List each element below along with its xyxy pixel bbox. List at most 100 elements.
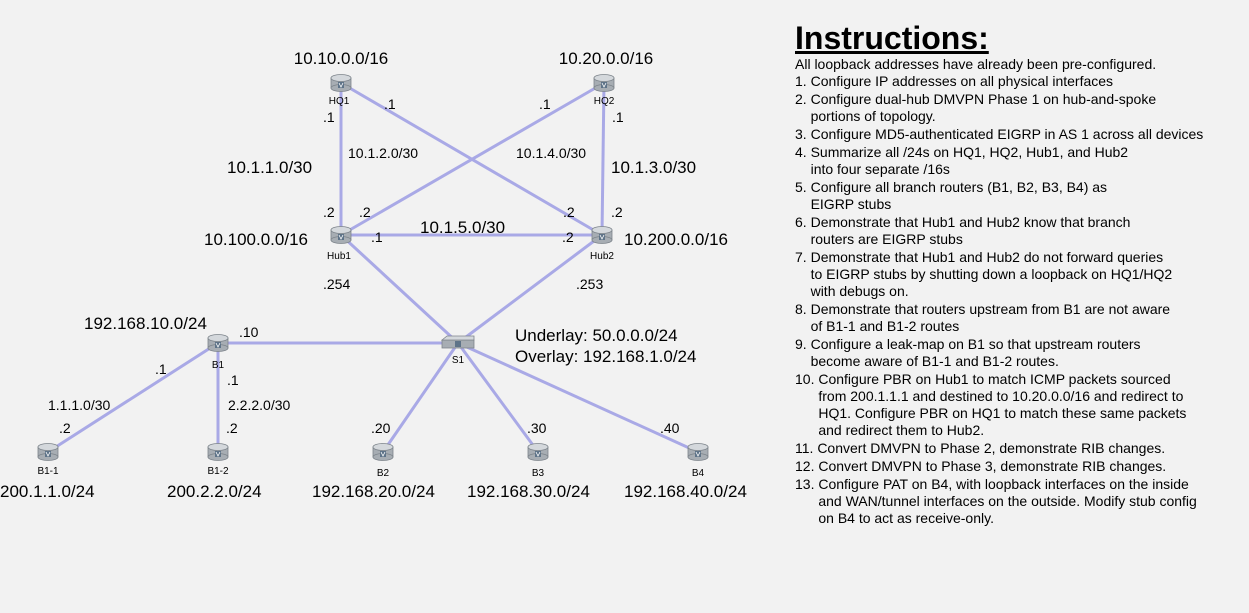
device-label: B2 (377, 468, 390, 479)
device-b1[interactable]: B1 (207, 334, 229, 372)
device-label: B4 (692, 468, 705, 479)
instruction-line: Configure PAT on B4, with loopback inter… (818, 476, 1189, 492)
link-hub2-s1 (457, 233, 603, 345)
device-label: B1-2 (207, 466, 229, 477)
link-hq2-hub2 (600, 82, 606, 236)
instruction-step: 3. Configure MD5-authenticated EIGRP in … (795, 125, 1249, 143)
instruction-line: HQ1. Configure PBR on HQ1 to match these… (818, 405, 1187, 421)
instruction-step-number: 10. (795, 371, 819, 387)
link-b1-b1-1 (47, 341, 219, 454)
instruction-step-text: Configure IP addresses on all physical i… (811, 72, 1249, 90)
device-label: B1 (212, 360, 225, 371)
device-hq1[interactable]: HQ1 (329, 74, 352, 108)
ip-label: .40 (660, 420, 680, 436)
ip-label: .2 (59, 420, 71, 436)
instruction-line: Summarize all /24s on HQ1, HQ2, Hub1, an… (810, 144, 1129, 160)
device-hub1[interactable]: Hub1 (327, 226, 352, 263)
router-icon (372, 443, 394, 461)
device-label: B1-1 (37, 466, 59, 477)
subnet-hq1-hub2-label: 10.1.2.0/30 (348, 145, 418, 161)
router-icon (330, 226, 352, 244)
b4-network-label: 192.168.40.0/24 (624, 482, 747, 501)
hq1-network-label: 10.10.0.0/16 (294, 49, 389, 68)
instruction-line: Configure IP addresses on all physical i… (810, 73, 1114, 89)
instruction-line: from 200.1.1.1 and destined to 10.20.0.0… (818, 388, 1184, 404)
b2-network-label: 192.168.20.0/24 (312, 482, 435, 501)
instruction-step-text: Convert DMVPN to Phase 3, demonstrate RI… (818, 457, 1249, 475)
ip-label: .254 (323, 276, 350, 292)
instruction-step-text: Configure a leak-map on B1 so that upstr… (811, 335, 1249, 370)
device-label: HQ1 (329, 96, 350, 107)
ip-label: .1 (227, 372, 239, 388)
instruction-step-number: 6. (795, 214, 811, 230)
ip-label: .1 (384, 96, 396, 112)
device-b1-1[interactable]: B1-1 (37, 443, 59, 478)
device-label: Hub1 (327, 251, 351, 262)
hq2-network-label: 10.20.0.0/16 (559, 49, 654, 68)
labels-layer: 10.10.0.0/16 10.20.0.0/16 10.100.0.0/16 … (0, 49, 747, 501)
ip-label: .253 (576, 276, 603, 292)
device-b4[interactable]: B4 (687, 443, 709, 480)
instruction-line: and redirect them to Hub2. (818, 422, 985, 438)
instructions-intro: All loopback addresses have already been… (795, 56, 1157, 72)
instruction-line: Demonstrate that Hub1 and Hub2 know that… (810, 214, 1131, 230)
instruction-step-text: Summarize all /24s on HQ1, HQ2, Hub1, an… (811, 143, 1249, 178)
ip-label: .2 (359, 204, 371, 220)
instruction-step: 7. Demonstrate that Hub1 and Hub2 do not… (795, 248, 1249, 300)
instruction-step: 1. Configure IP addresses on all physica… (795, 72, 1249, 90)
instructions-panel: Instructions: All loopback addresses hav… (795, 20, 1249, 527)
instruction-line: Convert DMVPN to Phase 3, demonstrate RI… (818, 458, 1167, 474)
device-s1[interactable]: S1 (440, 335, 475, 366)
instruction-step-text: Configure all branch routers (B1, B2, B3… (811, 178, 1249, 213)
instructions-title: Instructions: (795, 20, 989, 56)
instruction-line: into four separate /16s (810, 161, 950, 177)
instruction-step: 11. Convert DMVPN to Phase 2, demonstrat… (795, 439, 1249, 457)
device-b3[interactable]: B3 (527, 443, 549, 480)
ip-label: .30 (527, 420, 547, 436)
switch-icon (440, 335, 475, 349)
instruction-step: 10. Configure PBR on Hub1 to match ICMP … (795, 370, 1249, 439)
ip-label: .1 (539, 96, 551, 112)
instruction-step-number: 11. (795, 440, 818, 456)
ip-label: .2 (611, 204, 623, 220)
router-icon (37, 443, 59, 461)
instruction-step: 13. Configure PAT on B4, with loopback i… (795, 475, 1249, 527)
device-label: B3 (532, 468, 545, 479)
link-hub1-s1 (339, 233, 460, 345)
subnet-hq1-hub1-label: 10.1.1.0/30 (227, 158, 312, 177)
router-icon (591, 226, 613, 244)
instruction-line: Demonstrate that routers upstream from B… (810, 301, 1171, 317)
device-b1-2[interactable]: B1-2 (207, 443, 229, 478)
device-b2[interactable]: B2 (372, 443, 394, 480)
hub2-network-label: 10.200.0.0/16 (624, 230, 728, 249)
instruction-step-number: 3. (795, 126, 811, 142)
instruction-step-text: Convert DMVPN to Phase 2, demonstrate RI… (817, 439, 1249, 457)
instruction-step: 4. Summarize all /24s on HQ1, HQ2, Hub1,… (795, 143, 1249, 178)
device-label: S1 (452, 355, 465, 366)
ip-label: .10 (239, 324, 259, 340)
subnet-b1-b1-2-label: 2.2.2.0/30 (228, 397, 290, 413)
subnet-hq2-hub1-label: 10.1.4.0/30 (516, 145, 586, 161)
link-s1-b3 (456, 342, 540, 453)
ip-label: .2 (563, 204, 575, 220)
instruction-line: Demonstrate that Hub1 and Hub2 do not fo… (810, 249, 1164, 265)
instruction-step-text: Configure PBR on Hub1 to match ICMP pack… (818, 370, 1249, 439)
device-hq2[interactable]: HQ2 (593, 74, 615, 108)
ip-label: .20 (371, 420, 391, 436)
instruction-step-number: 5. (795, 179, 811, 195)
instruction-step-number: 13. (795, 476, 819, 492)
instruction-step-text: Demonstrate that routers upstream from B… (811, 300, 1249, 335)
ip-label: .1 (155, 361, 167, 377)
ip-label: .2 (323, 204, 335, 220)
device-hub2[interactable]: Hub2 (590, 226, 614, 263)
instruction-step-number: 4. (795, 144, 811, 160)
b1-1-network-label: 200.1.1.0/24 (0, 482, 95, 501)
link-hq2-hub1 (340, 81, 605, 237)
instruction-step: 5. Configure all branch routers (B1, B2,… (795, 178, 1249, 213)
subnet-b1-b1-1-label: 1.1.1.0/30 (48, 397, 110, 413)
b3-network-label: 192.168.30.0/24 (467, 482, 590, 501)
instruction-step-number: 2. (795, 91, 811, 107)
instruction-step-text: Demonstrate that Hub1 and Hub2 do not fo… (811, 248, 1249, 300)
ip-label: .1 (371, 229, 383, 245)
